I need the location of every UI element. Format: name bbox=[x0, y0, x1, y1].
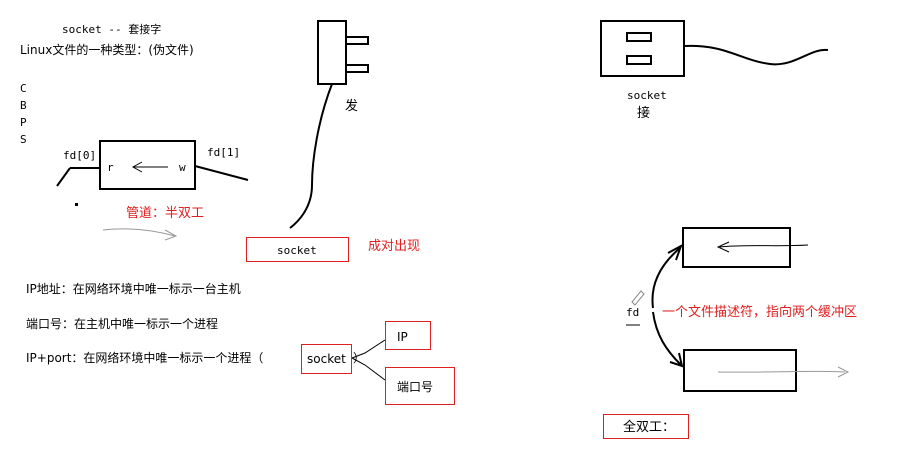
file-type-s: S bbox=[20, 133, 27, 146]
fd-label: fd bbox=[626, 306, 640, 319]
plug-send-label: 发 bbox=[345, 99, 359, 114]
socket-cable bbox=[683, 44, 829, 66]
full-duplex-box: 全双工： bbox=[603, 414, 689, 439]
fd-note: 一个文件描述符，指向两个缓冲区 bbox=[662, 305, 858, 320]
pipe-scribble-arrow bbox=[102, 228, 178, 241]
pipe-fd1-label: fd[1] bbox=[207, 146, 241, 159]
pipe-fd1-lead bbox=[194, 165, 249, 181]
file-type-b: B bbox=[20, 99, 27, 112]
port-line: 端口号：在主机中唯一标示一个进程 bbox=[26, 317, 219, 331]
file-type-p: P bbox=[20, 116, 27, 129]
ip-port-line-suffix: ） bbox=[353, 351, 366, 365]
file-type-c: C bbox=[20, 82, 27, 95]
fd-arrow-up bbox=[651, 243, 683, 309]
ip-address-line: IP地址：在网络环境中唯一标示一台主机 bbox=[26, 282, 241, 296]
pipe-write-end: w bbox=[179, 161, 186, 174]
socket-bracket-bottom bbox=[351, 357, 386, 381]
page-title: socket -- 套接字 bbox=[62, 23, 162, 36]
ip-box: IP bbox=[385, 321, 431, 350]
plug-cord bbox=[289, 83, 333, 229]
ip-port-line-prefix: IP+port：在网络环境中唯一标示一个进程（ bbox=[26, 351, 264, 365]
plug-body bbox=[317, 20, 347, 85]
socket-receive-label: 接 bbox=[637, 106, 651, 121]
ip-port-socket-label: socket bbox=[307, 352, 346, 366]
pipe-dot bbox=[75, 203, 78, 206]
pipe-read-end: r bbox=[107, 161, 114, 174]
buffer-top bbox=[682, 227, 791, 268]
full-duplex-label: 全双工： bbox=[623, 420, 676, 435]
plug-prong-bottom bbox=[345, 64, 369, 73]
buffer-top-arrow bbox=[716, 241, 809, 253]
port-box: 端口号 bbox=[385, 367, 455, 405]
page-subtitle: Linux文件的一种类型：(伪文件) bbox=[20, 43, 194, 57]
socket-center-box: socket bbox=[246, 237, 349, 262]
socket-slot-bottom bbox=[626, 55, 652, 65]
socket-bracket-top bbox=[351, 339, 386, 359]
fd-arrow-down bbox=[652, 311, 684, 368]
pipe-fd0-label: fd[0] bbox=[63, 149, 97, 162]
socket-slot-top bbox=[626, 32, 652, 42]
pipe-arrow bbox=[131, 161, 168, 173]
socket-right-label: socket bbox=[627, 89, 667, 102]
pipe-box bbox=[99, 140, 196, 190]
port-box-label: 端口号 bbox=[397, 380, 434, 394]
pipe-caption: 管道：半双工 bbox=[126, 206, 205, 221]
socket-paired-caption: 成对出现 bbox=[368, 239, 421, 254]
pencil-icon bbox=[631, 290, 645, 306]
plug-prong-top bbox=[345, 36, 369, 45]
socket-center-label: socket bbox=[277, 244, 317, 257]
buffer-bottom bbox=[683, 349, 797, 392]
ip-port-socket-box: socket bbox=[301, 344, 352, 374]
socket-body bbox=[600, 20, 685, 77]
buffer-bottom-arrow bbox=[717, 366, 850, 378]
pipe-fd0-tail bbox=[56, 167, 71, 187]
ip-box-label: IP bbox=[397, 330, 408, 344]
